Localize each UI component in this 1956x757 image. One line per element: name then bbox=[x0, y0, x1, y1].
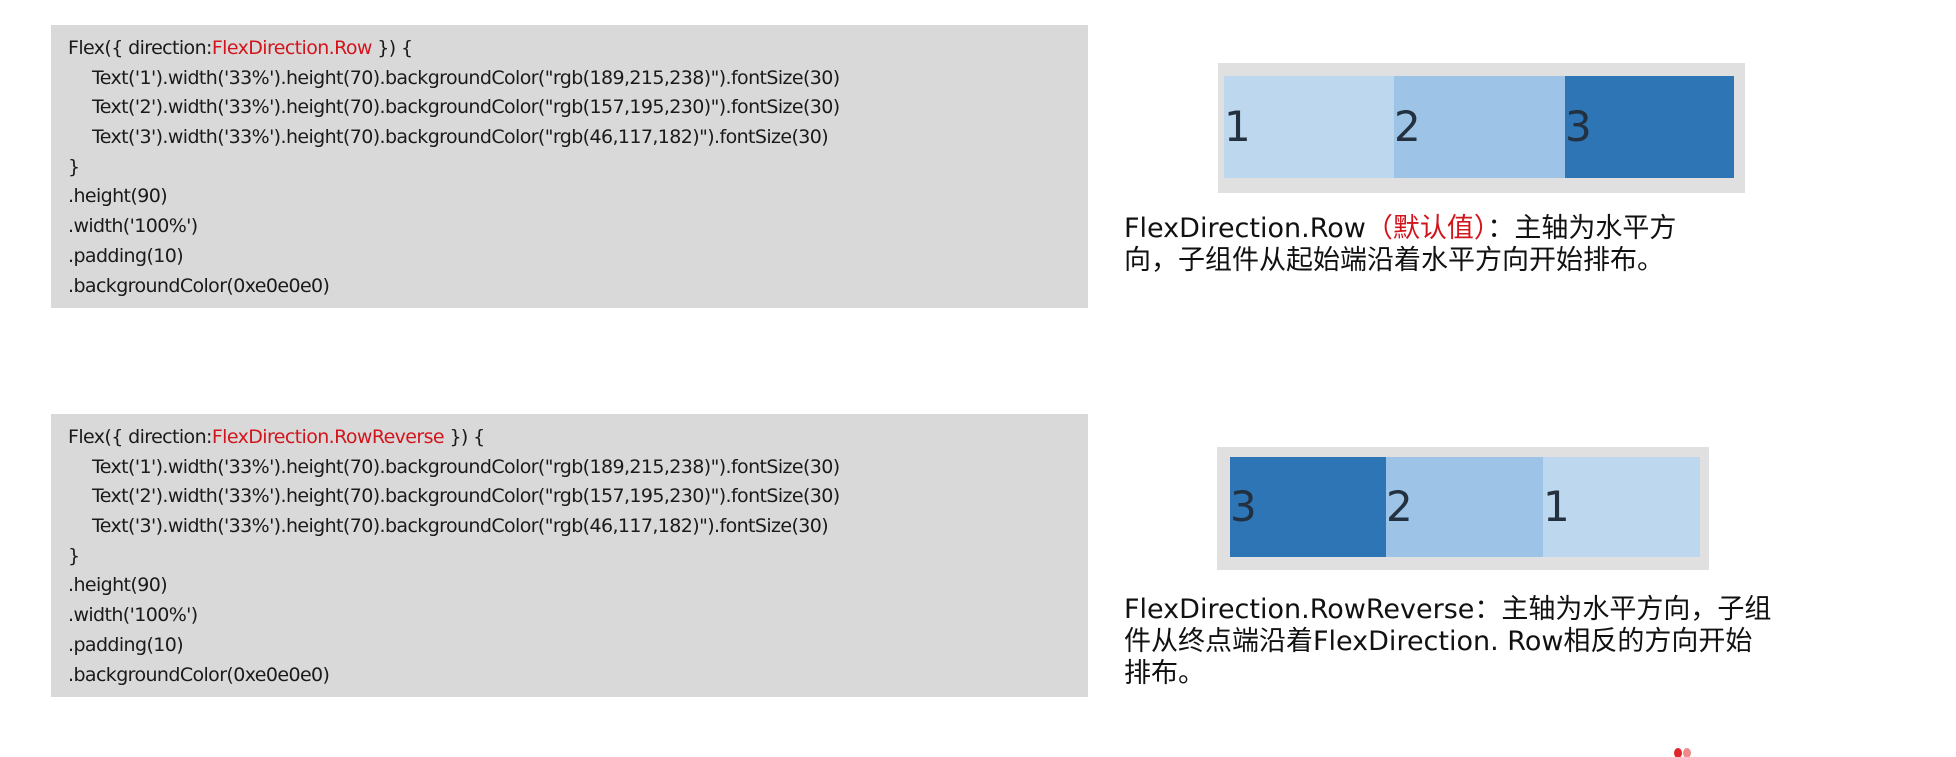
default-value-note: （默认值） bbox=[1365, 213, 1488, 244]
flex-item-label: 2 bbox=[1386, 482, 1413, 531]
code-line-child-3: Text('3').width('33%').height(70).backgr… bbox=[92, 126, 829, 149]
caption-line-1: FlexDirection.Row（默认值）：主轴为水平方 bbox=[1124, 213, 1914, 245]
caption-line-3: 排布。 bbox=[1124, 658, 1205, 689]
logo-fragment-icon bbox=[1674, 748, 1691, 757]
code-text: Flex({ direction: bbox=[68, 37, 212, 59]
code-line-modifier-height: .height(90) bbox=[68, 185, 168, 208]
code-line-child-1: Text('1').width('33%').height(70).backgr… bbox=[92, 455, 840, 478]
code-line-child-2: Text('2').width('33%').height(70).backgr… bbox=[92, 485, 840, 508]
code-text: }) { bbox=[444, 426, 485, 448]
demo-flex-row-items: 1 2 3 bbox=[1224, 76, 1734, 178]
code-line-flex-open: Flex({ direction:FlexDirection.Row }) { bbox=[68, 34, 1088, 64]
caption-row-reverse: FlexDirection.RowReverse：主轴为水平方向，子组 件从终点… bbox=[1124, 594, 1914, 690]
flex-item-label: 2 bbox=[1394, 102, 1421, 151]
flex-item-2: 2 bbox=[1386, 457, 1543, 557]
flex-item-label: 3 bbox=[1565, 102, 1592, 151]
flex-item-2: 2 bbox=[1394, 76, 1565, 178]
caption-line-2: 向，子组件从起始端沿着水平方向开始排布。 bbox=[1124, 245, 1664, 276]
flex-item-3: 3 bbox=[1230, 457, 1386, 557]
code-line-modifier-bgcolor: .backgroundColor(0xe0e0e0) bbox=[68, 274, 330, 297]
code-line-modifier-width: .width('100%') bbox=[68, 604, 198, 627]
code-text: Flex({ direction: bbox=[68, 426, 212, 448]
code-line-child-3: Text('3').width('33%').height(70).backgr… bbox=[92, 515, 829, 538]
flex-item-label: 3 bbox=[1230, 482, 1257, 531]
code-line-child-2: Text('2').width('33%').height(70).backgr… bbox=[92, 96, 840, 119]
caption-term: FlexDirection.Row bbox=[1124, 213, 1366, 244]
direction-keyword: FlexDirection.RowReverse bbox=[211, 426, 445, 448]
code-line-modifier-height: .height(90) bbox=[68, 574, 168, 597]
code-block-row: Flex({ direction:FlexDirection.Row }) { … bbox=[51, 25, 1088, 308]
code-block-row-reverse: Flex({ direction:FlexDirection.RowRevers… bbox=[51, 414, 1088, 697]
flex-item-label: 1 bbox=[1224, 102, 1251, 151]
code-line-close: } bbox=[68, 544, 80, 567]
flex-item-1: 1 bbox=[1224, 76, 1394, 178]
code-text: }) { bbox=[371, 37, 413, 59]
caption-line-2: 件从终点端沿着FlexDirection. Row相反的方向开始 bbox=[1124, 626, 1753, 657]
flex-item-3: 3 bbox=[1565, 76, 1734, 178]
code-line-modifier-padding: .padding(10) bbox=[68, 244, 184, 267]
flex-item-label: 1 bbox=[1543, 482, 1570, 531]
code-line-modifier-bgcolor: .backgroundColor(0xe0e0e0) bbox=[68, 663, 330, 686]
code-line-close: } bbox=[68, 155, 80, 178]
caption-row: FlexDirection.Row（默认值）：主轴为水平方 向，子组件从起始端沿… bbox=[1124, 213, 1914, 277]
flex-item-1: 1 bbox=[1543, 457, 1700, 557]
caption-text: ：主轴为水平方 bbox=[1487, 213, 1677, 244]
code-line-modifier-padding: .padding(10) bbox=[68, 633, 184, 656]
direction-keyword: FlexDirection.Row bbox=[211, 37, 373, 59]
code-line-child-1: Text('1').width('33%').height(70).backgr… bbox=[92, 66, 840, 89]
caption-line-1: FlexDirection.RowReverse：主轴为水平方向，子组 bbox=[1124, 594, 1772, 625]
code-line-modifier-width: .width('100%') bbox=[68, 215, 198, 238]
code-line-flex-open: Flex({ direction:FlexDirection.RowRevers… bbox=[68, 423, 1088, 453]
demo-flex-row-reverse-items: 3 2 1 bbox=[1230, 457, 1700, 557]
